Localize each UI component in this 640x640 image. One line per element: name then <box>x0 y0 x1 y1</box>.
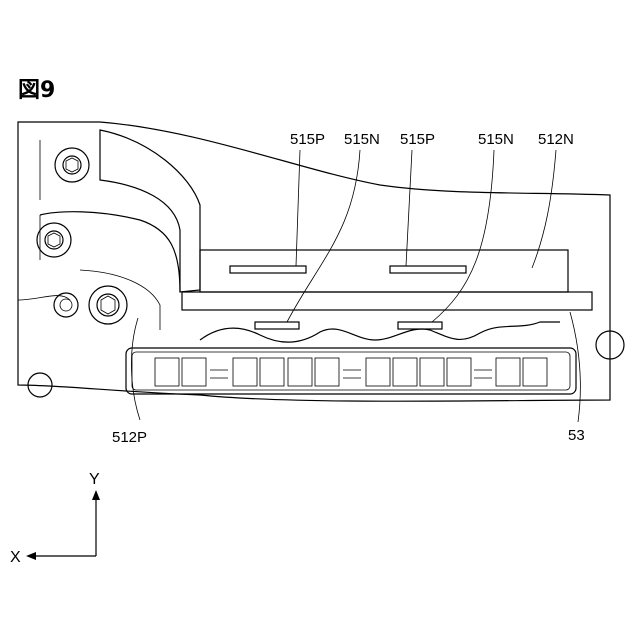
bus-bar-512p-bent <box>100 130 200 292</box>
label-515p-b: 515P <box>400 131 435 148</box>
axis-label-y: Y <box>89 471 100 488</box>
bolt-upper <box>55 148 89 182</box>
label-515n-a: 515N <box>344 131 380 148</box>
bus-bar-512p-arm <box>40 212 180 292</box>
wavy-channel <box>200 322 560 342</box>
label-515n-b: 515N <box>478 131 514 148</box>
bolt-middle <box>37 223 71 257</box>
cell-row <box>155 358 547 386</box>
terminal-515n-a <box>255 322 299 329</box>
terminal-515n-b <box>398 322 442 329</box>
housing-inner-edge <box>18 140 70 300</box>
label-515p-a: 515P <box>290 131 325 148</box>
label-53: 53 <box>568 427 585 444</box>
label-512p: 512P <box>112 429 147 446</box>
bolt-lower <box>89 286 127 324</box>
axis-indicator <box>26 490 100 560</box>
small-bolt <box>54 293 78 317</box>
terminal-515p-a <box>230 266 306 273</box>
terminal-515p-b <box>390 266 466 273</box>
module-53 <box>126 348 576 394</box>
axis-label-x: X <box>10 549 21 566</box>
bus-bar-512n <box>200 250 568 292</box>
bus-bar-512p <box>182 292 592 310</box>
housing-outline <box>18 122 610 401</box>
label-512n: 512N <box>538 131 574 148</box>
